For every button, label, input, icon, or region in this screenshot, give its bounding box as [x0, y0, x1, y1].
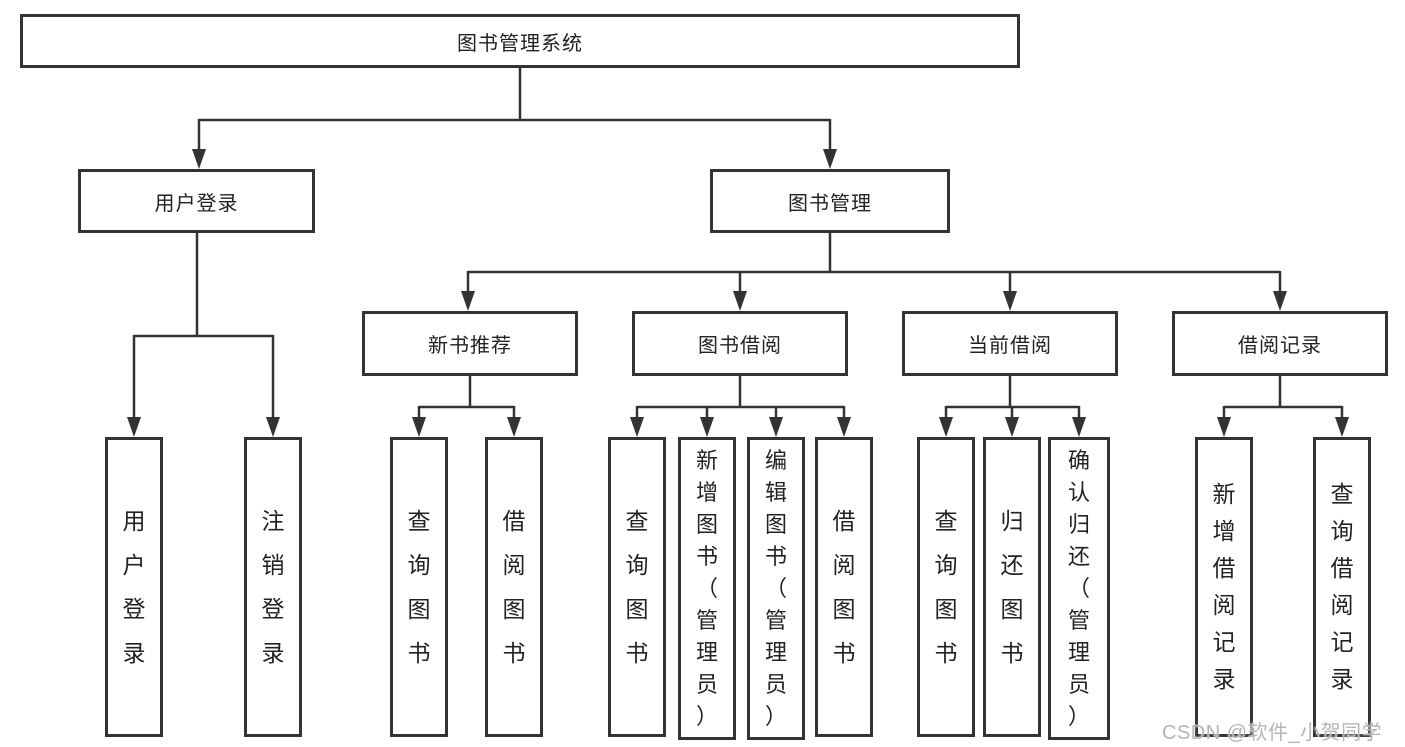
leaf-edit-book-admin-label: 编辑图书（管理员）: [764, 447, 787, 729]
connector-recommend-group: [419, 376, 514, 409]
connector-borrow-group: [637, 376, 844, 409]
leaf-borrow-query-books-label: 查询图书: [625, 508, 649, 666]
connector-root-l2: [199, 68, 830, 122]
leaf-return-book: 归还图书: [983, 437, 1041, 737]
leaf-add-book-admin: 新增图书（管理员）: [678, 437, 736, 740]
leaf-logout-login-label: 注销登录: [261, 508, 285, 666]
leaf-add-borrow-record-label: 新增借阅记录: [1212, 481, 1236, 692]
leaf-logout-login: 注销登录: [244, 437, 302, 737]
node-book-borrow-label: 图书借阅: [698, 335, 782, 357]
node-borrow-records: 借阅记录: [1172, 311, 1388, 376]
connector-current-group: [946, 376, 1079, 409]
leaf-recommend-query-books-label: 查询图书: [407, 508, 431, 666]
node-book-management-label: 图书管理: [788, 192, 872, 215]
leaf-query-borrow-record: 查询借阅记录: [1313, 437, 1371, 737]
node-user-login-label: 用户登录: [154, 192, 239, 215]
node-new-book-recommend: 新书推荐: [362, 311, 578, 376]
leaf-confirm-return-admin-label: 确认归还（管理员）: [1067, 447, 1090, 729]
leaf-recommend-borrow-books-label: 借阅图书: [502, 508, 526, 666]
leaf-current-query-books: 查询图书: [917, 437, 975, 737]
leaf-add-borrow-record: 新增借阅记录: [1195, 437, 1253, 737]
node-root-label: 图书管理系统: [457, 32, 583, 55]
node-current-borrow-label: 当前借阅: [968, 335, 1052, 357]
leaf-borrow-query-books: 查询图书: [608, 437, 666, 737]
node-new-book-recommend-label: 新书推荐: [428, 335, 512, 357]
node-book-borrow: 图书借阅: [632, 311, 848, 376]
leaf-current-query-books-label: 查询图书: [934, 508, 958, 666]
node-user-login: 用户登录: [78, 169, 315, 233]
leaf-user-login-label: 用户登录: [122, 508, 146, 666]
connector-management-l3: [468, 233, 1280, 274]
connector-login-group: [134, 233, 273, 338]
leaf-borrow-borrow-books: 借阅图书: [815, 437, 873, 737]
node-borrow-records-label: 借阅记录: [1238, 335, 1322, 357]
leaf-query-borrow-record-label: 查询借阅记录: [1330, 481, 1354, 692]
csdn-watermark: CSDN @软件_小贺同学: [1162, 722, 1383, 744]
leaf-recommend-query-books: 查询图书: [390, 437, 448, 737]
node-book-management: 图书管理: [710, 169, 950, 233]
connector-records-group: [1224, 376, 1342, 409]
leaf-recommend-borrow-books: 借阅图书: [485, 437, 543, 737]
leaf-user-login: 用户登录: [105, 437, 163, 737]
leaf-confirm-return-admin: 确认归还（管理员）: [1048, 437, 1110, 740]
leaf-return-book-label: 归还图书: [1000, 508, 1024, 666]
leaf-add-book-admin-label: 新增图书（管理员）: [695, 447, 718, 729]
leaf-borrow-borrow-books-label: 借阅图书: [832, 508, 856, 666]
node-root: 图书管理系统: [20, 14, 1020, 68]
node-current-borrow: 当前借阅: [902, 311, 1118, 376]
leaf-edit-book-admin: 编辑图书（管理员）: [747, 437, 805, 740]
